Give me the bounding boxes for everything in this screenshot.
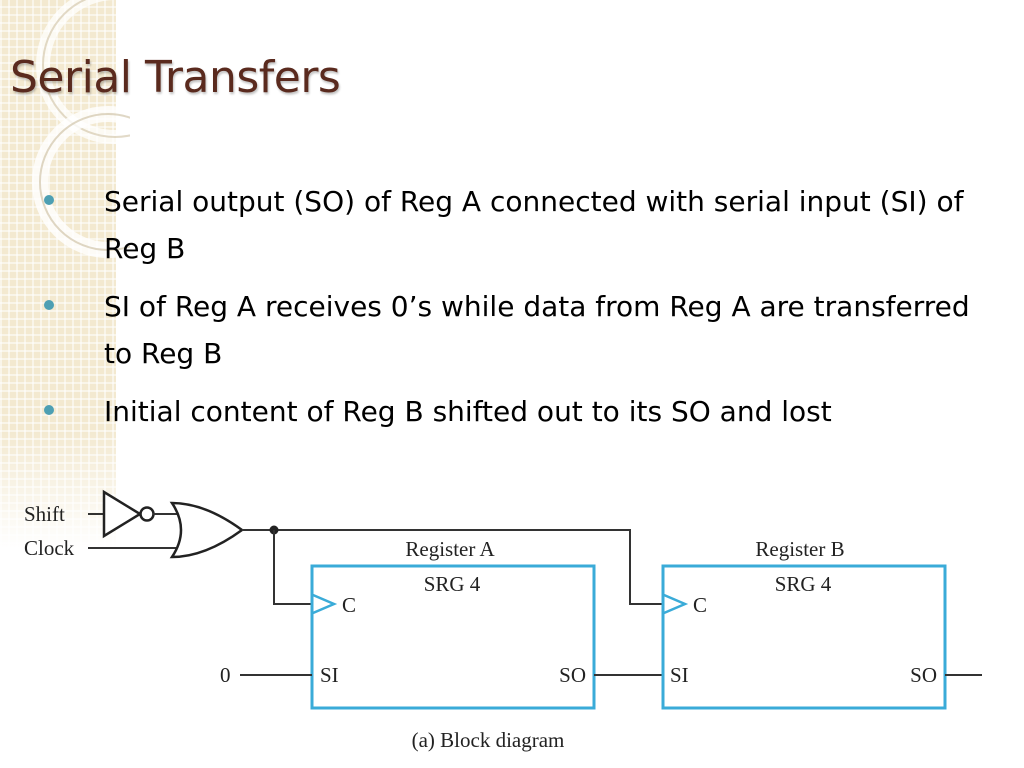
- bullet-text: SI of Reg A receives 0’s while data from…: [104, 290, 970, 370]
- register-a-clock-wire: [273, 530, 311, 605]
- or-gate: [169, 501, 245, 559]
- diagram-caption: (a) Block diagram: [412, 728, 565, 752]
- register-a-so-pin: SO: [559, 663, 586, 687]
- clock-bus-wire: [242, 529, 663, 605]
- not-gate: [102, 489, 155, 539]
- register-b-clock-pin: C: [693, 593, 707, 617]
- bullet-list: Serial output (SO) of Reg A connected wi…: [40, 178, 980, 446]
- decorative-fade: [0, 430, 116, 768]
- register-b-type: SRG 4: [775, 572, 832, 596]
- register-a-name: Register A: [405, 537, 495, 561]
- zero-input-label: 0: [220, 663, 231, 687]
- register-a-box: [310, 564, 596, 710]
- bullet-dot-icon: [44, 300, 54, 310]
- register-b-clock-triangle-icon: [663, 593, 689, 615]
- bullet-item: SI of Reg A receives 0’s while data from…: [40, 283, 980, 377]
- inverter-bubble: [139, 506, 155, 522]
- block-diagram: Shift Clock Register A SRG 4 C SI SO 0 R…: [24, 489, 982, 752]
- clock-label: Clock: [24, 536, 75, 560]
- register-b-name: Register B: [755, 537, 844, 561]
- register-a-clock-pin: C: [342, 593, 356, 617]
- decorative-rings: [32, 0, 130, 258]
- register-a-type: SRG 4: [424, 572, 481, 596]
- bullet-text: Serial output (SO) of Reg A connected wi…: [104, 185, 964, 265]
- slide-title: Serial Transfers: [10, 52, 341, 103]
- bullet-item: Serial output (SO) of Reg A connected wi…: [40, 178, 980, 272]
- register-a-si-pin: SI: [320, 663, 339, 687]
- bullet-dot-icon: [44, 195, 54, 205]
- register-b-si-pin: SI: [670, 663, 689, 687]
- register-b-so-pin: SO: [910, 663, 937, 687]
- bullet-item: Initial content of Reg B shifted out to …: [40, 388, 980, 435]
- register-b-box: [661, 564, 947, 710]
- register-a-clock-triangle-icon: [312, 593, 338, 615]
- bullet-text: Initial content of Reg B shifted out to …: [104, 395, 832, 428]
- bullet-dot-icon: [44, 405, 54, 415]
- shift-label: Shift: [24, 502, 65, 526]
